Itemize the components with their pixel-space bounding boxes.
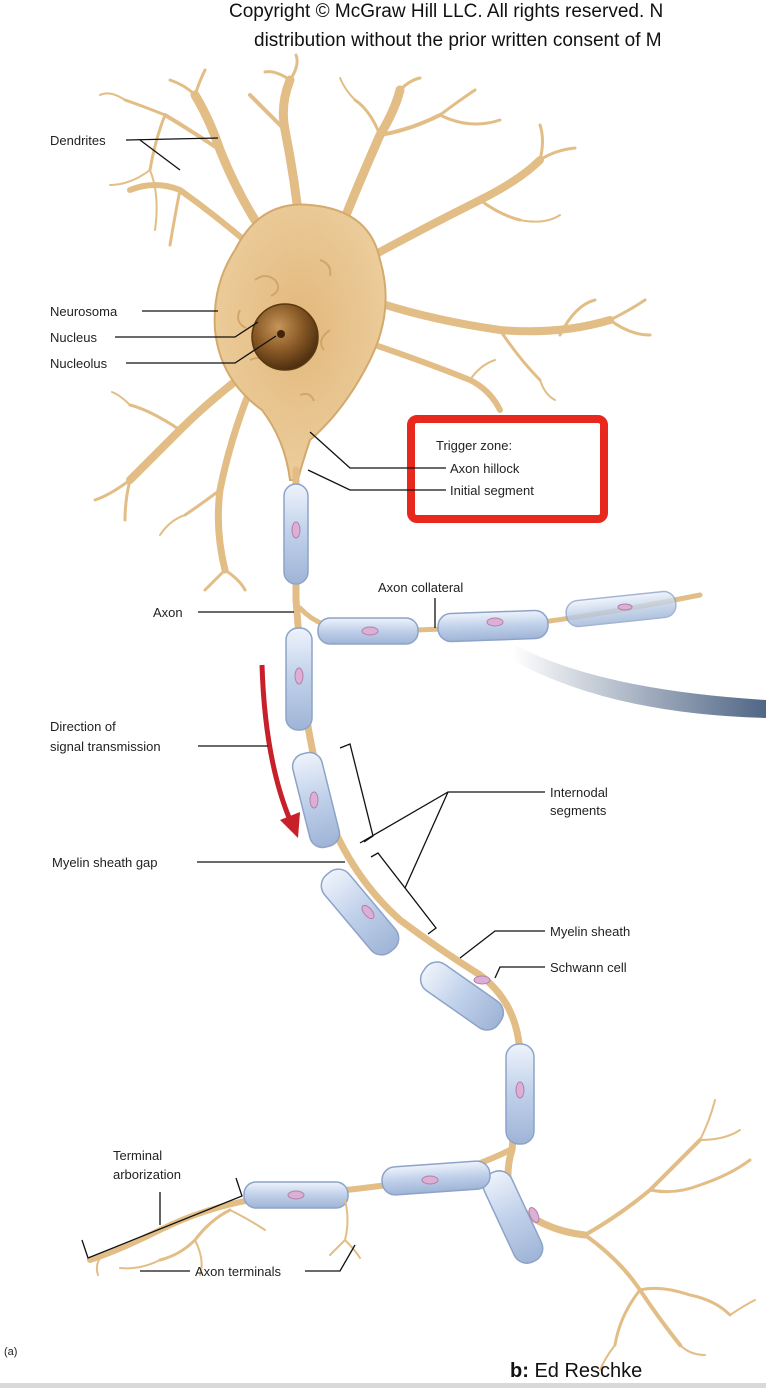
label-axon-collateral: Axon collateral [378,580,463,595]
label-neurosoma: Neurosoma [50,304,118,319]
bottom-scroll-edge [0,1383,766,1388]
label-terminal-line-2: arborization [113,1167,181,1182]
leader-lines [81,137,545,1272]
label-nucleus: Nucleus [50,330,97,345]
label-myelin-sheath-gap: Myelin sheath gap [52,855,158,870]
myelin-segment [320,868,400,956]
credit-prefix: b: [510,1360,529,1382]
dendrite-branches [93,53,652,592]
label-schwann-cell: Schwann cell [550,960,627,975]
schwann-cell-nuclei [287,521,633,1223]
label-axon-terminals: Axon terminals [195,1264,281,1279]
trigger-zone-highlight-box [407,415,608,523]
label-myelin-sheath: Myelin sheath [550,924,630,939]
label-direction-line-1: Direction of [50,719,116,734]
signal-direction-arrow [259,664,300,838]
label-dendrites: Dendrites [50,133,106,148]
label-nucleolus: Nucleolus [50,356,108,371]
label-initial-segment: Initial segment [450,483,534,498]
collateral-beam [512,645,766,718]
label-axon: Axon [153,605,183,620]
label-internodal-line-2: segments [550,803,607,818]
label-axon-hillock: Axon hillock [450,461,520,476]
myelin-sheaths [243,483,677,1264]
panel-label: (a) [4,1346,17,1358]
terminal-branches [95,1099,756,1371]
copyright-line-2: distribution without the prior written c… [254,30,662,51]
image-credit: b: Ed Reschke [510,1360,642,1383]
myelin-segment [482,1170,544,1264]
label-terminal-line-1: Terminal [113,1148,162,1163]
label-internodal-line-1: Internodal [550,785,608,800]
credit-name: Ed Reschke [534,1360,643,1382]
diagram-labels: Dendrites Neurosoma Nucleus Nucleolus Tr… [4,133,630,1358]
nucleolus [277,330,285,338]
label-direction-line-2: signal transmission [50,739,161,754]
nucleus [251,303,319,371]
label-trigger-zone: Trigger zone: [436,438,512,453]
copyright-line-1: Copyright © McGraw Hill LLC. All rights … [229,1,664,22]
myelin-segment [419,961,505,1031]
